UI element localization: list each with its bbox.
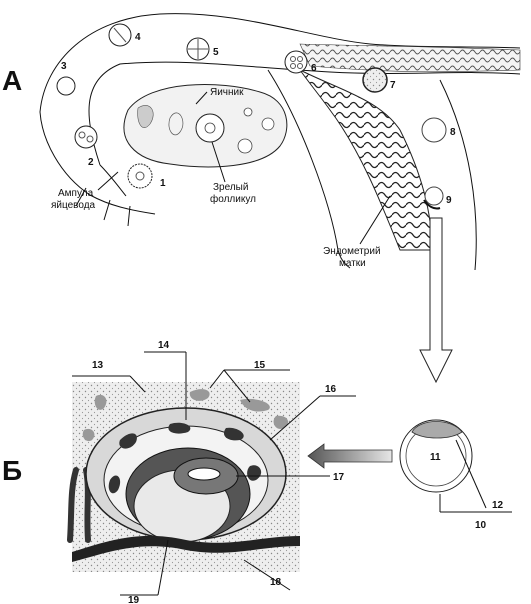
stage-number-2: 2 (88, 157, 94, 168)
label-mature-follicle-1: Зрелый (213, 182, 248, 193)
endometrium (299, 69, 433, 251)
stage-9-implanting (424, 186, 444, 206)
label-ampulla-1: Ампула (58, 188, 94, 199)
label-endometrium-1: Эндометрий (323, 246, 381, 257)
panel-b: Б (2, 340, 512, 604)
label-18: 18 (270, 577, 282, 588)
label-17: 17 (333, 472, 345, 483)
stage-cells (56, 23, 447, 210)
uterus-wall-outer (267, 69, 351, 269)
stage-6-morula (284, 50, 308, 74)
label-19: 19 (128, 595, 140, 604)
oviduct-outer-wall (39, 13, 521, 113)
blastocyst-cell-ring (399, 419, 473, 493)
label-ampulla-2: яйцевода (51, 200, 96, 211)
uterus-wall-inner (439, 79, 477, 271)
panel-a-letter: А (2, 65, 22, 96)
stage-number-6: 6 (311, 63, 317, 74)
oviduct-fimbriae (39, 111, 156, 227)
label-14: 14 (158, 340, 170, 351)
stage-number-8: 8 (450, 127, 456, 138)
label-11: 11 (430, 452, 441, 463)
stage-number-9: 9 (446, 195, 452, 206)
label-10: 10 (475, 520, 487, 531)
stage-2-fertilization (74, 125, 98, 149)
left-arrow (307, 443, 393, 469)
inner-cell-mass (411, 421, 463, 439)
stage-3-zygote (56, 76, 76, 96)
stage-7-late-morula (362, 67, 388, 93)
stage-number-5: 5 (213, 47, 219, 58)
stage-numbers: 1 2 3 4 5 6 7 8 9 (61, 32, 456, 206)
stage-number-7: 7 (390, 80, 396, 91)
stage-number-4: 4 (135, 32, 141, 43)
oviduct-inner-wall (88, 61, 521, 166)
label-mature-follicle-2: фолликул (210, 193, 256, 205)
label-ovary: Яичник (210, 87, 244, 98)
oviduct-mucosa (299, 43, 521, 73)
down-arrow (419, 217, 453, 384)
atretic-follicle (168, 112, 184, 136)
uterine-epithelium (72, 535, 300, 562)
stage-number-1: 1 (160, 178, 166, 189)
label-15: 15 (254, 360, 266, 371)
label-16: 16 (325, 384, 337, 395)
corpus-luteum (137, 105, 154, 128)
panel-a: А (2, 13, 521, 384)
stage-8-blastocyst (421, 117, 447, 143)
growing-follicle (237, 138, 253, 154)
amniotic-cavity (187, 467, 221, 481)
panel-b-letter: Б (2, 455, 22, 486)
primordial-follicle (243, 107, 253, 117)
label-endometrium-2: матки (339, 258, 366, 269)
label-12: 12 (492, 500, 504, 511)
stage-number-3: 3 (61, 61, 67, 72)
growing-follicle-2 (261, 117, 275, 131)
label-13: 13 (92, 360, 104, 371)
